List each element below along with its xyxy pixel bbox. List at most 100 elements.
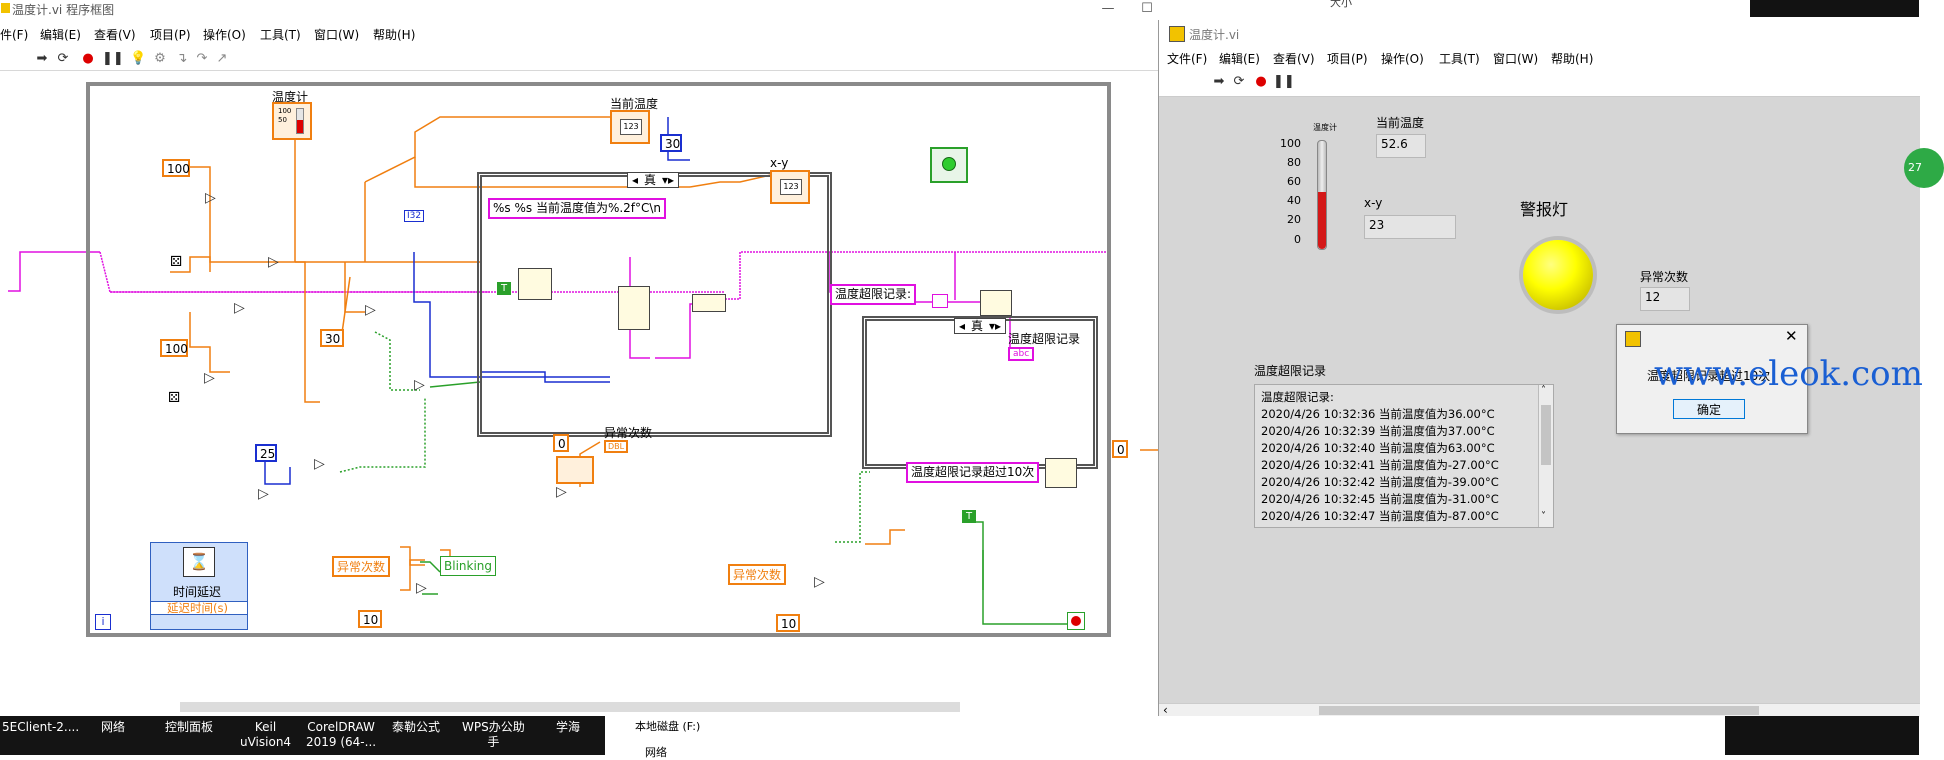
round-node-icon-b[interactable]: ▷ [258, 486, 269, 502]
log-scrollbar[interactable]: ˄ ˅ [1538, 385, 1553, 527]
get-date-time-node[interactable] [518, 268, 552, 300]
const-25[interactable]: 25 [255, 444, 277, 462]
add-node-icon[interactable]: ▷ [268, 254, 279, 270]
menu-file[interactable]: 件(F) [0, 28, 29, 42]
menu-operate[interactable]: 操作(O) [203, 28, 246, 42]
fp-run-arrow-icon[interactable]: ➡ [1213, 74, 1225, 89]
run-continuously-icon[interactable]: ⟳ [57, 51, 69, 66]
maximize-button[interactable]: ☐ [1141, 1, 1153, 16]
fp-menu-view[interactable]: 查看(V) [1273, 52, 1315, 66]
pause-icon[interactable]: ❚❚ [102, 51, 124, 66]
greater-than-node-icon[interactable]: ▷ [365, 302, 376, 318]
taskbar-item[interactable]: 5EClient-2.... [2, 720, 80, 734]
less-than-node-icon[interactable]: ▷ [314, 456, 325, 472]
over-10-string-constant[interactable]: 温度超限记录超过10次 [906, 462, 1040, 483]
taskbar-item[interactable]: 泰勒公式 [392, 720, 441, 734]
fp-pause-icon[interactable]: ❚❚ [1273, 74, 1295, 89]
menu-project[interactable]: 项目(P) [150, 28, 191, 42]
taskbar-item[interactable]: WPS办公助 手 [462, 720, 525, 749]
increment-node-icon[interactable]: ▷ [556, 484, 567, 500]
multiply-node-icon-b[interactable]: ▷ [204, 370, 215, 386]
taskbar-item[interactable]: Keil uVision4 [240, 720, 292, 749]
block-diagram-hscrollbar[interactable] [180, 702, 960, 712]
const-30-threshold[interactable]: 30 [660, 134, 682, 152]
delay-time-input[interactable]: 延迟时间(s) [151, 601, 247, 615]
fp-menu-file[interactable]: 文件(F) [1167, 52, 1208, 66]
menu-help[interactable]: 帮助(H) [373, 28, 416, 42]
const-100-a[interactable]: 100 [162, 159, 190, 177]
fp-menu-project[interactable]: 项目(P) [1327, 52, 1368, 66]
minimize-button[interactable]: — [1101, 1, 1115, 16]
const-100-b[interactable]: 100 [160, 339, 188, 357]
front-panel-hscrollbar[interactable]: ‹ [1159, 703, 1920, 717]
greater-than-node-icon-b[interactable]: ▷ [814, 574, 825, 590]
taskbar-item[interactable]: 网络 [101, 720, 126, 734]
dialog-ok-button[interactable]: 确定 [1673, 399, 1745, 419]
const-10-a[interactable]: 10 [358, 610, 382, 628]
anomaly-count-local-a[interactable]: 异常次数 [332, 556, 391, 577]
fp-run-continuously-icon[interactable]: ⟳ [1233, 74, 1245, 89]
fp-abort-icon[interactable]: ● [1255, 74, 1267, 89]
const-0-right[interactable]: 0 [1112, 440, 1128, 458]
format-string-constant[interactable]: %s %s 当前温度值为%.2f°C\n [488, 198, 667, 219]
step-out-icon[interactable]: ↗ [216, 51, 228, 66]
scroll-up-icon[interactable]: ˄ [1541, 385, 1546, 396]
floating-badge[interactable]: 27 [1904, 148, 1944, 188]
random-number-icon-b[interactable]: ⚄ [168, 390, 181, 406]
current-temp-terminal[interactable]: 123 [610, 110, 650, 144]
greater-equal-node-icon[interactable]: ▷ [416, 580, 427, 596]
or-node-icon[interactable]: ▷ [414, 377, 425, 393]
fp-menu-operate[interactable]: 操作(O) [1381, 52, 1424, 66]
highlight-execution-icon[interactable]: 💡 [130, 51, 147, 66]
limit-record-string-constant[interactable]: 温度超限记录: [830, 284, 917, 305]
log-scroll-thumb[interactable] [1541, 405, 1551, 465]
scroll-down-icon[interactable]: ˅ [1541, 511, 1546, 522]
i32-conversion-node[interactable]: I32 [404, 210, 425, 222]
fp-menu-tools[interactable]: 工具(T) [1439, 52, 1480, 66]
bool-true-constant-b[interactable]: T [962, 510, 976, 523]
fp-menu-edit[interactable]: 编辑(E) [1219, 52, 1260, 66]
concatenate-string-node-b[interactable] [980, 290, 1012, 316]
run-arrow-icon[interactable]: ➡ [36, 51, 48, 66]
random-number-icon[interactable]: ⚄ [170, 254, 183, 270]
time-delay-express-vi[interactable]: ⌛ 时间延迟 延迟时间(s) [150, 542, 248, 630]
anomaly-count-local-b[interactable]: 异常次数 [728, 564, 787, 585]
scroll-left-icon[interactable]: ‹ [1163, 703, 1168, 717]
explorer-item[interactable]: 网络 [645, 746, 667, 759]
one-button-dialog-node[interactable] [1045, 458, 1077, 488]
taskbar-item[interactable]: 学海 [556, 720, 581, 734]
step-over-icon[interactable]: ↷ [196, 51, 208, 66]
fp-menu-window[interactable]: 窗口(W) [1493, 52, 1539, 66]
xy-terminal[interactable]: 123 [770, 170, 810, 204]
alarm-light-terminal[interactable] [930, 147, 968, 183]
case-selector-alarm[interactable]: ◂真▾▸ [954, 318, 1006, 334]
const-10-b[interactable]: 10 [776, 614, 800, 632]
while-loop[interactable] [86, 82, 1111, 637]
menu-tools[interactable]: 工具(T) [260, 28, 301, 42]
const-30-lower[interactable]: 30 [320, 329, 344, 347]
abort-icon[interactable]: ● [82, 51, 94, 66]
dialog-close-icon[interactable]: ✕ [1785, 327, 1798, 345]
menu-edit[interactable]: 编辑(E) [40, 28, 81, 42]
shift-register-node[interactable] [932, 294, 948, 308]
case-selector-main[interactable]: ◂真▾▸ [627, 172, 679, 188]
explorer-item[interactable]: 本地磁盘 (F:) [635, 720, 701, 733]
feedback-node[interactable] [556, 456, 594, 484]
menu-window[interactable]: 窗口(W) [314, 28, 360, 42]
round-node-icon[interactable]: ▷ [234, 300, 245, 316]
multiply-node-icon[interactable]: ▷ [205, 190, 216, 206]
anomaly-count-terminal[interactable]: DBL [604, 440, 629, 453]
step-into-icon[interactable]: ↴ [176, 51, 188, 66]
retain-wire-values-icon[interactable]: ⚙ [154, 51, 166, 66]
stop-terminal[interactable] [1067, 612, 1085, 630]
const-0-shift[interactable]: 0 [553, 434, 569, 452]
limit-record-terminal[interactable]: abc [1008, 347, 1035, 361]
concatenate-string-node[interactable] [692, 294, 726, 312]
format-into-string-node[interactable] [618, 286, 650, 330]
menu-view[interactable]: 查看(V) [94, 28, 136, 42]
blinking-property-node[interactable]: Blinking [440, 556, 497, 576]
taskbar-item[interactable]: 控制面板 [165, 720, 214, 734]
hscroll-thumb[interactable] [1319, 706, 1759, 715]
